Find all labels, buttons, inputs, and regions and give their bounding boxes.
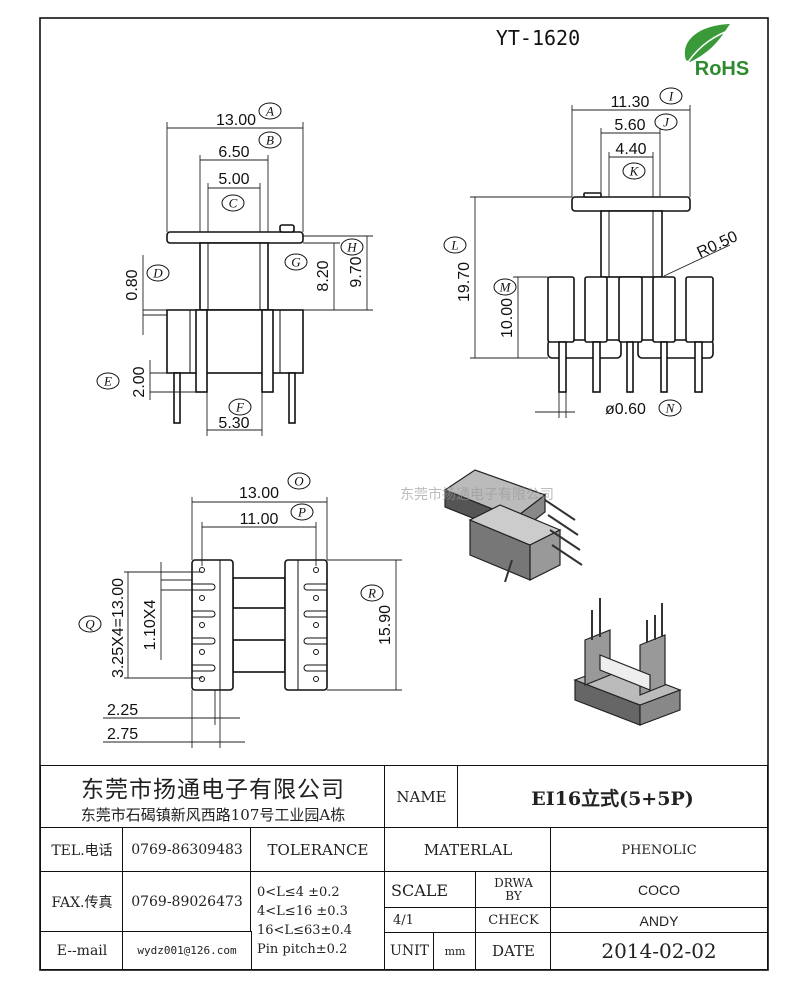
scale-label: SCALE [384, 871, 477, 909]
svg-text:R0.50: R0.50 [695, 228, 741, 261]
callout-h: H [340, 238, 364, 256]
svg-text:G: G [291, 255, 301, 270]
svg-text:B: B [266, 133, 274, 148]
svg-text:9.70: 9.70 [348, 256, 365, 287]
svg-text:5.60: 5.60 [614, 117, 645, 134]
unit-value: mm [433, 932, 477, 970]
svg-text:F: F [235, 400, 245, 415]
svg-text:2.00: 2.00 [131, 366, 148, 397]
watermark: 东莞市扬通电子有限公司 [400, 486, 554, 503]
svg-text:8.20: 8.20 [315, 260, 332, 291]
svg-text:A: A [265, 104, 274, 119]
date-label: DATE [475, 932, 552, 970]
company-name: 东莞市扬通电子有限公司 [81, 776, 345, 803]
date-value: 2014-02-02 [550, 932, 768, 970]
tolerance-row: Pin pitch±0.2 [257, 941, 348, 957]
tolerance-row: 0<L≤4 ±0.2 [257, 884, 340, 900]
svg-text:1.10X4: 1.10X4 [142, 600, 159, 651]
isometric-view-bottom [573, 598, 682, 726]
svg-text:6.50: 6.50 [218, 144, 249, 161]
svg-text:H: H [346, 240, 357, 255]
drawn-by-label: DRWA BY [475, 871, 552, 909]
svg-text:C: C [229, 196, 238, 211]
check-label: CHECK [475, 907, 552, 934]
check-value: ANDY [550, 907, 768, 934]
part-number: YT-1620 [496, 26, 580, 50]
scale-value: 4/1 [384, 907, 477, 934]
svg-text:11.00: 11.00 [240, 511, 279, 528]
fax-value: 0769-89026473 [122, 871, 252, 933]
svg-text:I: I [668, 89, 674, 104]
callout-m: M [493, 278, 517, 296]
svg-text:5.00: 5.00 [218, 171, 249, 188]
svg-text:2.25: 2.25 [107, 702, 138, 719]
callout-d: D [146, 264, 170, 282]
callout-l: L [443, 236, 467, 254]
callout-q: Q [78, 615, 102, 633]
svg-text:K: K [629, 164, 640, 179]
svg-text:3.25X4=13.00: 3.25X4=13.00 [110, 578, 127, 678]
svg-text:O: O [294, 474, 304, 489]
tel-value: 0769-86309483 [122, 827, 252, 873]
front-view: 13.00 6.50 5.00 0.80 8.20 9.70 2.00 5.30 [124, 112, 373, 436]
svg-text:N: N [665, 401, 676, 416]
svg-text:Q: Q [85, 617, 95, 632]
svg-text:R: R [367, 586, 376, 601]
drawn-by-value: COCO [550, 871, 768, 909]
svg-text:L: L [450, 238, 458, 253]
side-view: 11.30 5.60 4.40 19.70 10.00 R0.50 ø0.60 [456, 94, 740, 418]
tel-label: TEL.电话 [40, 827, 124, 873]
svg-text:19.70: 19.70 [456, 262, 473, 302]
callout-j: J [654, 113, 678, 131]
rohs-logo: RoHS [684, 24, 749, 80]
tolerance-row: 16<L≤63±0.4 [257, 922, 353, 938]
company-address: 东莞市石碣镇新风西路107号工业园A栋 [80, 805, 346, 824]
callout-o: O [287, 472, 311, 490]
svg-text:M: M [499, 280, 512, 295]
tolerance-row: 4<L≤16 ±0.3 [257, 903, 348, 919]
svg-text:13.00: 13.00 [216, 112, 256, 129]
callout-n: N [658, 399, 682, 417]
svg-text:15.90: 15.90 [377, 605, 394, 645]
callout-k: K [622, 162, 646, 180]
callout-b: B [258, 131, 282, 149]
callouts: AB C D E F G H IJ K L M N O P Q R [78, 87, 683, 633]
callout-r: R [360, 584, 384, 602]
svg-text:2.75: 2.75 [107, 726, 138, 743]
svg-text:5.30: 5.30 [218, 415, 249, 432]
svg-text:RoHS: RoHS [695, 58, 749, 80]
callout-c: C [221, 194, 245, 212]
material-value: PHENOLIC [550, 827, 768, 873]
part-name: EI16立式(5+5P) [457, 765, 768, 829]
callout-a: A [258, 102, 282, 120]
bottom-view: 13.00 11.00 15.90 3.25X4=13.00 1.10X4 2.… [103, 485, 402, 748]
svg-text:P: P [297, 505, 306, 520]
callout-g: G [284, 253, 308, 271]
isometric-view-top [443, 469, 583, 583]
name-label: NAME [384, 765, 459, 829]
tolerance-label: TOLERANCE [250, 827, 386, 873]
svg-text:ø0.60: ø0.60 [605, 401, 646, 418]
callout-e: E [96, 372, 120, 390]
callout-p: P [290, 503, 314, 521]
callout-i: I [659, 87, 683, 105]
svg-text:E: E [103, 374, 112, 389]
email-label: E--mail [40, 931, 124, 970]
svg-text:4.40: 4.40 [615, 141, 646, 158]
svg-text:0.80: 0.80 [124, 269, 141, 300]
email-value: wydz001@126.com [122, 931, 252, 970]
svg-text:11.30: 11.30 [611, 94, 650, 111]
svg-text:10.00: 10.00 [499, 298, 516, 338]
tolerance-table: 0<L≤4 ±0.2 4<L≤16 ±0.3 16<L≤63±0.4 Pin p… [250, 871, 386, 970]
svg-text:13.00: 13.00 [239, 485, 279, 502]
unit-label: UNIT [384, 932, 435, 970]
svg-text:D: D [152, 266, 163, 281]
fax-label: FAX.传真 [40, 871, 124, 933]
drawing-border [39, 17, 769, 971]
callout-f: F [228, 398, 252, 416]
material-label: MATERLAL [384, 827, 552, 873]
svg-text:J: J [663, 115, 670, 130]
